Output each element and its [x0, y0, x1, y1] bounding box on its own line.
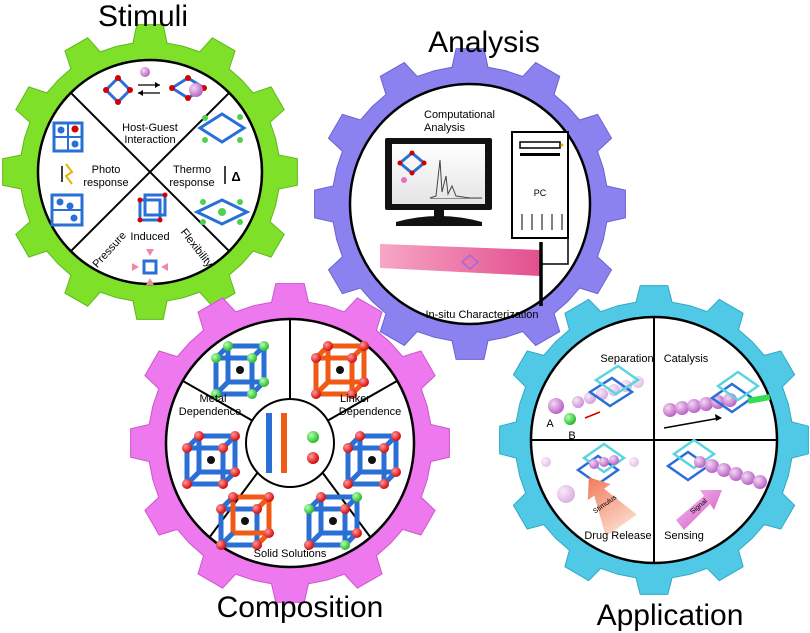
stimuli-label-photo-1: Photo: [92, 164, 121, 176]
analysis-label-pc: PC: [534, 188, 547, 198]
application-label-sensing: Sensing: [664, 530, 704, 542]
application-label-separation: Separation: [600, 353, 653, 365]
composition-label-linker-2: Dependence: [339, 406, 401, 418]
composition-title: Composition: [217, 591, 384, 624]
composition-label-linker-1: Linker: [340, 393, 370, 405]
analysis-label-computational-2: Analysis: [424, 122, 465, 134]
characterization-beam-illustration: [380, 238, 569, 306]
stimuli-panel: Host-Guest Interaction Photo response Th…: [36, 58, 264, 286]
application-label-b: B: [568, 430, 575, 442]
pc-tower-illustration: [511, 131, 569, 239]
composition-label-metal-2: Dependence: [179, 406, 241, 418]
analysis-title: Analysis: [428, 26, 540, 59]
thermo-response-illustration: [193, 112, 251, 226]
composition-center-illustration: [266, 413, 319, 473]
composition-label-solid: Solid Solutions: [254, 548, 327, 560]
application-panel: Separation Catalysis A B Stimulus Signal…: [529, 315, 779, 565]
stimuli-label-delta: Δ: [231, 169, 240, 184]
pressure-flexibility-illustration: [132, 192, 168, 285]
stimuli-label-thermo-1: Thermo: [173, 164, 211, 176]
stimuli-label-induced: Induced: [130, 231, 169, 243]
analysis-label-computational-1: Computational: [424, 109, 495, 121]
photo-response-illustration: [50, 121, 84, 227]
mof-cube-bottom-right: [304, 492, 362, 550]
sensing-illustration: [665, 438, 767, 530]
host-guest-illustration: [103, 67, 207, 105]
mof-cube-top-right: [311, 341, 369, 399]
stimuli-title: Stimuli: [98, 0, 188, 33]
analysis-panel: Computational Analysis PC In-situ Charac…: [348, 82, 592, 326]
drug-release-illustration: [541, 442, 639, 537]
application-label-a: A: [546, 418, 554, 430]
mof-cube-top-left: [211, 341, 269, 399]
catalysis-illustration: [663, 370, 771, 429]
stimuli-label-thermo-2: response: [169, 177, 214, 189]
stimuli-label-host-guest-2: Interaction: [124, 134, 175, 146]
separation-illustration: [548, 364, 644, 425]
application-label-catalysis: Catalysis: [664, 353, 709, 365]
stimuli-label-host-guest-1: Host-Guest: [122, 122, 178, 134]
mof-cube-right: [343, 431, 401, 489]
composition-label-metal-1: Metal: [200, 393, 227, 405]
mof-cube-left: [182, 431, 240, 489]
stimuli-label-photo-2: response: [83, 177, 128, 189]
composition-panel: Metal Dependence Linker Dependence Solid…: [164, 317, 416, 569]
application-label-drug: Drug Release: [584, 530, 651, 542]
computer-monitor-illustration: [385, 138, 492, 226]
application-title: Application: [597, 599, 744, 632]
mof-cube-bottom-left: [216, 492, 274, 550]
analysis-label-insitu: In-situ Characterization: [425, 309, 538, 321]
